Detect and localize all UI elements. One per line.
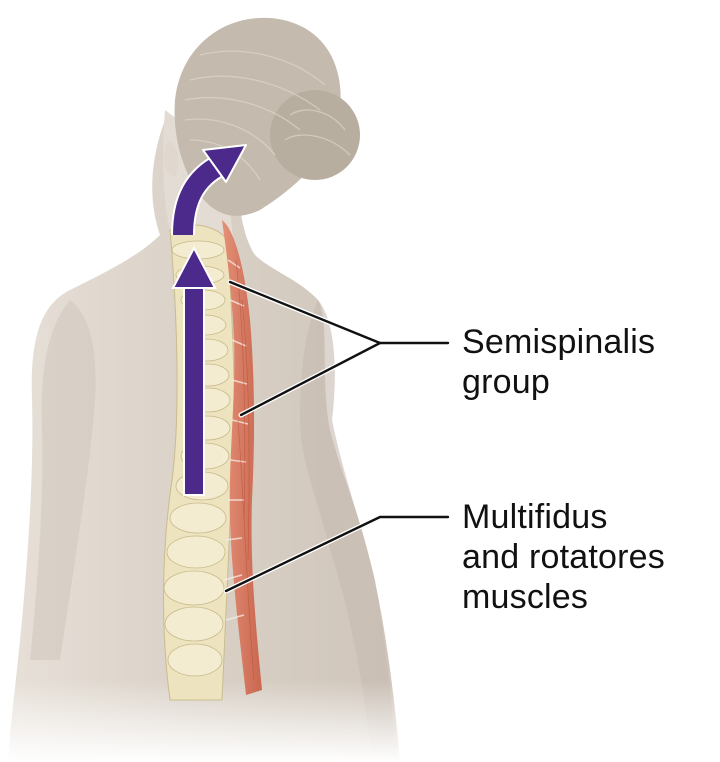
- label-line: and rotatores: [462, 538, 665, 576]
- label-line: muscles: [462, 578, 589, 616]
- label-line: group: [462, 363, 550, 401]
- label-multifidus-rotatores: Multifidus and rotatores muscles: [462, 497, 665, 617]
- label-line: Semispinalis: [462, 323, 656, 361]
- label-semispinalis-group: Semispinalis group: [462, 322, 655, 402]
- multifidus-leader-line: [224, 515, 450, 593]
- torso: [0, 110, 720, 762]
- label-line: Multifidus: [462, 498, 608, 536]
- leader-lines: [223, 279, 451, 594]
- semispinalis-leader-line-2: [239, 341, 382, 417]
- curved-head-arrow: [171, 144, 247, 236]
- vertical-extension-arrow: [171, 245, 217, 496]
